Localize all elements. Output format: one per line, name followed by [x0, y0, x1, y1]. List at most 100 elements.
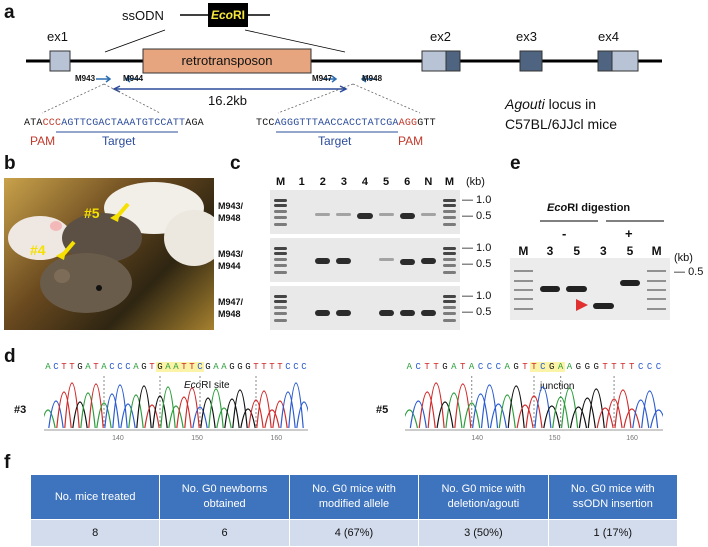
base: A	[101, 362, 107, 372]
right-target-sequence: TCCAGGGTTTAACCACCTATCGAAGGGTT	[256, 118, 436, 129]
base: T	[602, 362, 608, 372]
trace-peak	[623, 408, 641, 429]
trace-peak	[427, 382, 445, 429]
marker-band	[647, 270, 666, 273]
marker-band	[274, 300, 288, 304]
left-pam-label: PAM	[30, 134, 56, 148]
base: C	[196, 362, 204, 372]
trace-peak	[160, 386, 176, 429]
trace-peak	[605, 398, 623, 429]
trace-tick-label: 150	[549, 435, 561, 442]
marker-band	[274, 264, 288, 268]
trace-peak	[264, 409, 280, 429]
trace-peak	[256, 390, 272, 429]
exon-1	[49, 50, 71, 72]
trace-tick-label: 140	[471, 435, 483, 442]
cell-newborns: 6	[159, 519, 290, 547]
gel-c-row-label-0: M948	[218, 213, 241, 223]
gel-c-size-label: — 0.5	[462, 306, 492, 318]
pcr-band	[315, 257, 331, 264]
marker-band	[442, 216, 456, 220]
ecori-label: EcoRI	[210, 8, 245, 22]
base: C	[477, 362, 484, 372]
retrotransposon-box	[142, 48, 312, 74]
exon-1-label: ex1	[47, 29, 68, 44]
base: T	[61, 362, 67, 372]
base: T	[611, 362, 617, 372]
marker-band	[647, 307, 666, 310]
gel-e-unit: (kb)	[674, 252, 693, 264]
base: C	[637, 362, 644, 372]
pcr-band	[420, 212, 436, 216]
gel-c-size-label: — 1.0	[462, 194, 492, 206]
pcr-band	[378, 257, 394, 261]
marker-band	[274, 216, 288, 220]
trace-tick-label: 160	[270, 435, 282, 442]
trace-peak	[405, 409, 419, 429]
gel-c-lane-0: M	[275, 176, 286, 188]
trace-peak	[80, 392, 96, 429]
marker-band	[442, 312, 456, 316]
base: C	[415, 362, 422, 372]
base: C	[53, 362, 59, 372]
marker-band	[514, 298, 533, 301]
gel-c-lane-4: 4	[361, 176, 369, 188]
base: T	[460, 362, 466, 372]
gel-c-lane-1: 1	[298, 176, 305, 188]
marker-band	[442, 204, 456, 208]
trace-peak	[507, 385, 525, 429]
base: G	[141, 362, 147, 372]
right-pam-label: PAM	[398, 134, 424, 148]
gel-c-unit: (kb)	[466, 176, 485, 188]
trace-peak	[552, 396, 570, 429]
trace-peak	[56, 391, 72, 429]
base: A	[221, 362, 227, 372]
gel-e-bg	[510, 258, 670, 320]
digestion-title: EcoRI digestion	[547, 202, 631, 214]
base: T	[69, 362, 75, 372]
base: C	[293, 362, 299, 372]
pcr-band	[336, 257, 352, 264]
left-target-sequence: ATACCCAGTTCGACTAAATGTCCATTAGA	[24, 118, 204, 129]
base: A	[45, 362, 51, 372]
trace-peak	[104, 393, 120, 429]
gel-c-row-label-2: M948	[218, 309, 241, 319]
base: G	[245, 362, 251, 372]
trace-peak	[72, 401, 88, 429]
marker-band	[442, 223, 456, 226]
gel-e	[510, 258, 670, 320]
ecori-box	[208, 3, 248, 27]
base: C	[486, 362, 493, 372]
base: T	[180, 362, 188, 372]
mouse-5-label: #5	[84, 205, 100, 221]
trace-peak	[543, 405, 561, 429]
trace-peak	[409, 400, 427, 429]
digestion-minus-label: -	[562, 226, 567, 241]
base: A	[133, 362, 139, 372]
base: C	[285, 362, 291, 372]
marker-band	[274, 319, 288, 322]
base: T	[93, 362, 99, 372]
right-target-label: Target	[318, 134, 352, 148]
sample-3-label: #3	[14, 404, 27, 416]
base: A	[213, 362, 219, 372]
trace-peak	[44, 409, 56, 429]
panel-label-c: c	[230, 153, 241, 174]
gel-c	[270, 190, 460, 330]
trace-peak	[641, 390, 659, 429]
trace-peak	[120, 403, 136, 429]
gel-c-lane-3: 3	[340, 176, 347, 188]
exon-4	[597, 50, 613, 72]
gel-c-size-label: — 0.5	[462, 258, 492, 270]
marker-band	[442, 209, 456, 213]
primer-m943-arrow	[96, 75, 112, 83]
marker-band	[647, 279, 666, 282]
digestion-band	[539, 285, 561, 292]
pcr-band	[399, 212, 415, 219]
base: T	[253, 362, 259, 372]
base: C	[538, 362, 548, 372]
